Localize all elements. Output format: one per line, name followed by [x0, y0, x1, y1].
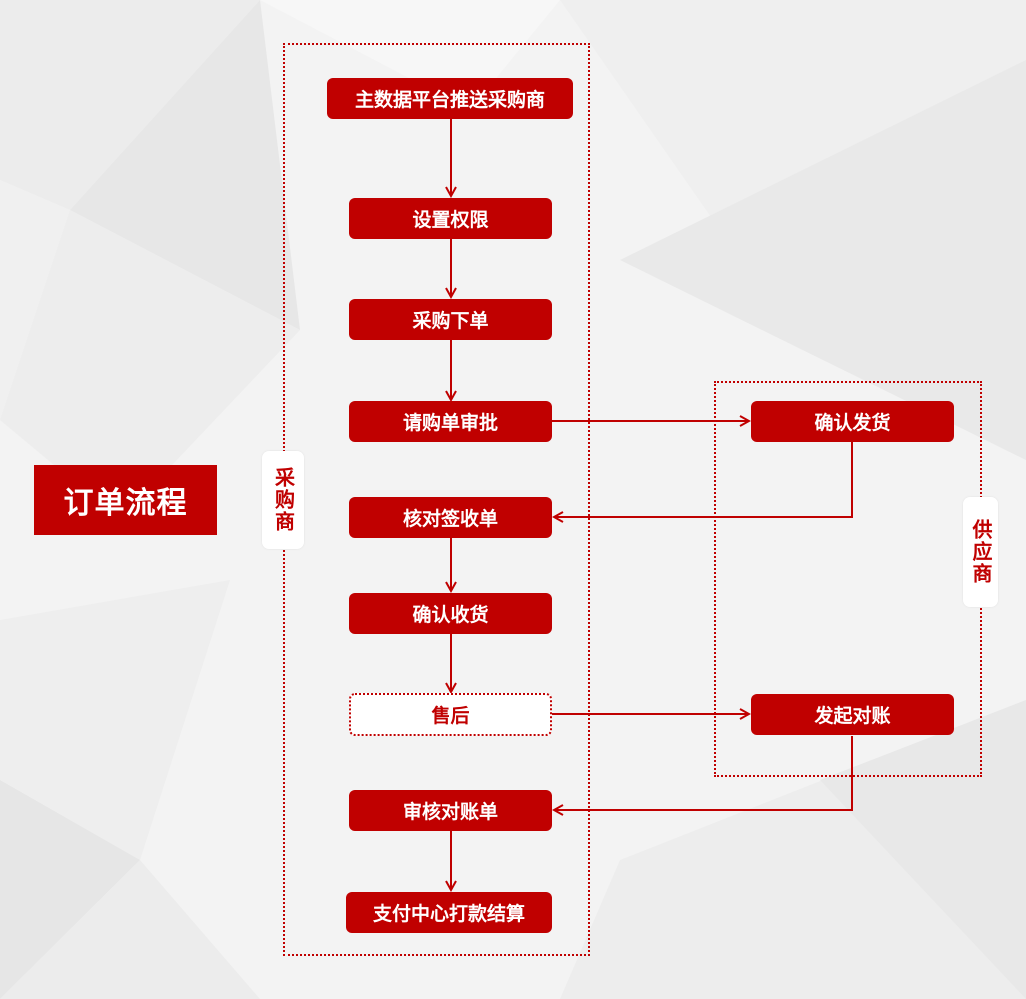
buyer-lane-label: 采购商 — [262, 451, 304, 549]
node-payment: 支付中心打款结算 — [346, 892, 552, 933]
node-review-statement: 审核对账单 — [349, 790, 552, 831]
node-confirm-ship: 确认发货 — [751, 401, 954, 442]
node-push: 主数据平台推送采购商 — [327, 78, 573, 119]
node-after-sales: 售后 — [349, 693, 552, 736]
node-confirm-receive: 确认收货 — [349, 593, 552, 634]
node-verify-receipt: 核对签收单 — [349, 497, 552, 538]
page-title: 订单流程 — [34, 465, 217, 535]
node-permissions: 设置权限 — [349, 198, 552, 239]
node-approval: 请购单审批 — [349, 401, 552, 442]
supplier-lane-label: 供应商 — [963, 497, 998, 607]
node-order: 采购下单 — [349, 299, 552, 340]
node-start-reconcile: 发起对账 — [751, 694, 954, 735]
